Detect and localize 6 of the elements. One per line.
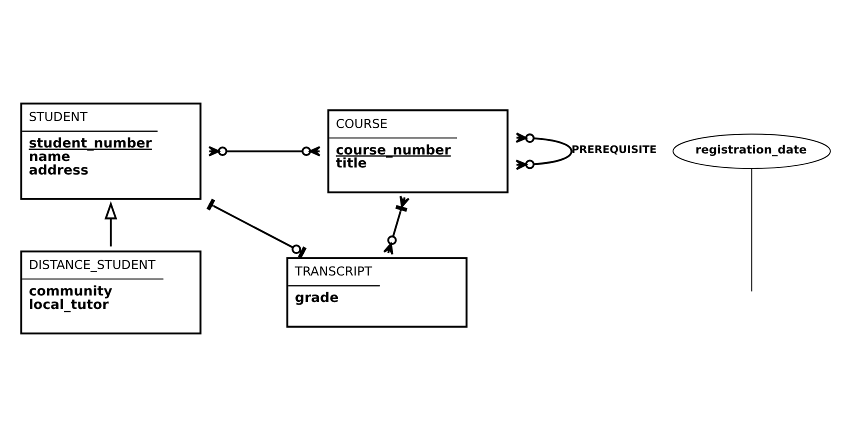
connector [751, 167, 752, 292]
edge-label: PREREQUISITE [571, 143, 657, 156]
node-ellipse: registration_date [672, 133, 831, 168]
connector [515, 132, 572, 170]
arrow [104, 200, 118, 246]
connector [206, 198, 307, 258]
